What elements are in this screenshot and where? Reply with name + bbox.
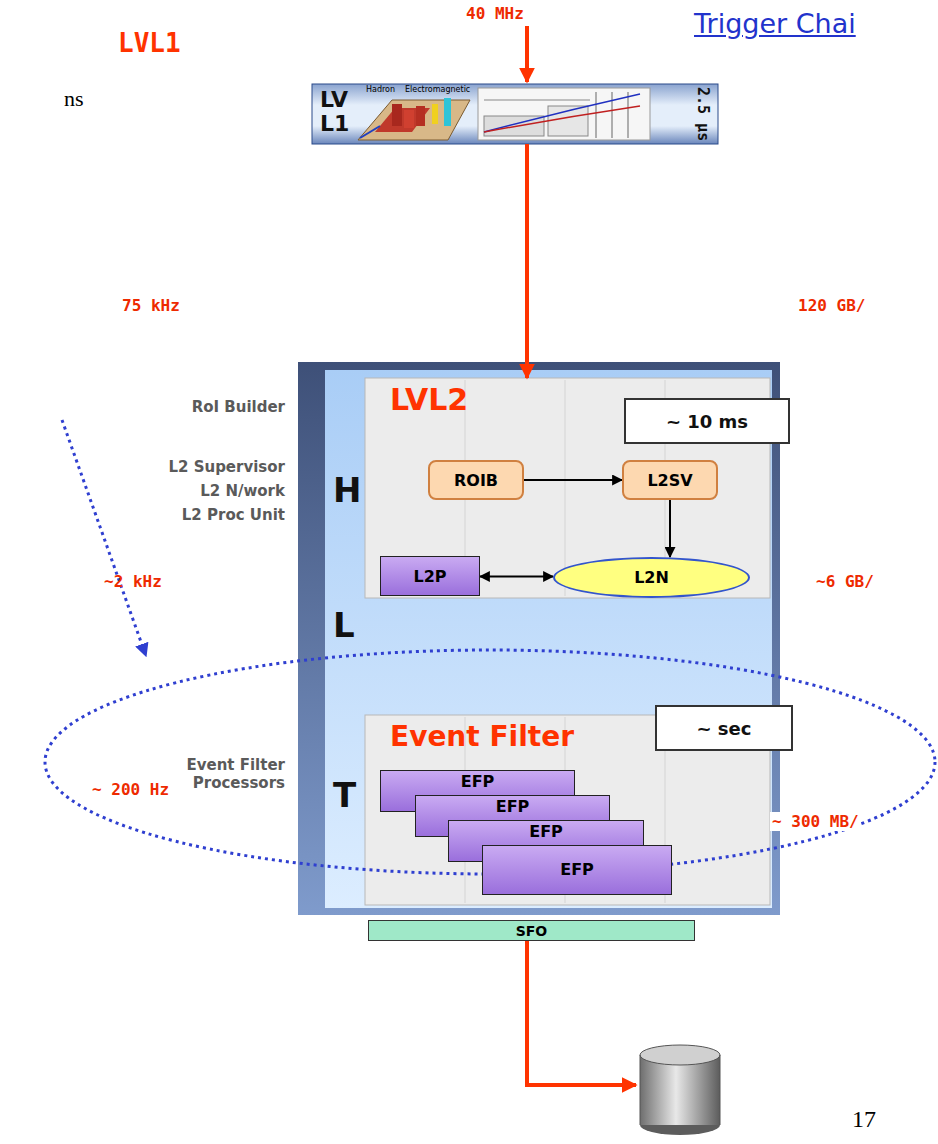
node-heading: Event Filter (390, 720, 574, 753)
lvl1-panel (312, 84, 718, 144)
output-arrow (527, 941, 636, 1085)
rate-label: 75 kHz (122, 296, 180, 315)
latency-box: ~ 10 ms (624, 398, 790, 444)
node-heading: H (333, 470, 361, 510)
slide-title: Trigger Chai (694, 8, 856, 39)
event-filter-box: ~ secEFPEFPEFPEFPEvent Filter (365, 715, 770, 905)
sfo-bar: SFO (368, 920, 695, 941)
node-text: EFP (560, 860, 594, 880)
node-text: L2P (413, 567, 446, 586)
hlt-frame (298, 362, 780, 915)
node-text: L2N (634, 568, 669, 587)
node-heading: L (333, 605, 355, 645)
connector-arrow (525, 144, 529, 378)
component-label: L2 Supervisor (168, 458, 285, 476)
calorimeter-picture (358, 98, 470, 140)
bandwidth-label: ~ 300 MB/ (770, 812, 861, 831)
event-filter-highlight (45, 650, 935, 874)
hlt-box: ~ 10 msROIBL2SVL2PL2NLVL2~ secEFPEFPEFPE… (298, 362, 780, 915)
node-text: ~ 10 ms (666, 411, 748, 432)
node-text: SFO (516, 923, 548, 939)
connector-arrow (669, 500, 671, 557)
lvl2-box: ~ 10 ms ROIB L2SV L2P L2N LVL2 (365, 378, 770, 598)
processor-box: L2P (380, 556, 480, 596)
node-text: ROIB (454, 471, 498, 490)
node-text: EFP (496, 797, 530, 817)
node-heading: LVL2 (390, 382, 468, 417)
cut-text: ns (64, 86, 84, 112)
highlight-pointer (62, 420, 146, 656)
input-arrow (525, 26, 529, 82)
disk-storage (640, 1045, 720, 1135)
lvl2-panel (365, 378, 770, 598)
processor-box: EFP (482, 845, 672, 895)
connector-arrow (480, 576, 553, 578)
node-heading: LV L1 (320, 88, 357, 136)
node-text: ~ sec (697, 718, 752, 739)
process-box: ROIB (428, 460, 524, 500)
bandwidth-label: ~6 GB/ (816, 572, 874, 591)
component-label: RoI Builder (192, 398, 285, 416)
picture-label: Electromagnetic (405, 85, 470, 94)
hlt-inner (325, 370, 772, 908)
node-text: L2SV (647, 471, 692, 490)
node-heading: T (333, 775, 356, 815)
stage-name: LVL1 (118, 28, 181, 58)
process-box: L2SV (622, 460, 718, 500)
node-text: EFP (529, 822, 563, 842)
picture-label: Hadron (366, 85, 395, 94)
node-heading: 2.5 μs (694, 87, 712, 141)
muon-chamber-picture (478, 88, 650, 140)
component-label: L2 Proc Unit (182, 506, 285, 524)
rate-label: 40 MHz (466, 4, 524, 23)
node-text: EFP (461, 772, 495, 792)
rate-label: ~2 kHz (104, 572, 162, 591)
page-number: 17 (852, 1106, 876, 1133)
component-label: L2 N/work (200, 482, 285, 500)
latency-box: ~ sec (655, 705, 793, 751)
connector-arrow (524, 479, 622, 481)
rate-label: ~ 200 Hz (90, 780, 171, 799)
network-ellipse: L2N (553, 557, 750, 598)
bandwidth-label: 120 GB/ (798, 296, 865, 315)
